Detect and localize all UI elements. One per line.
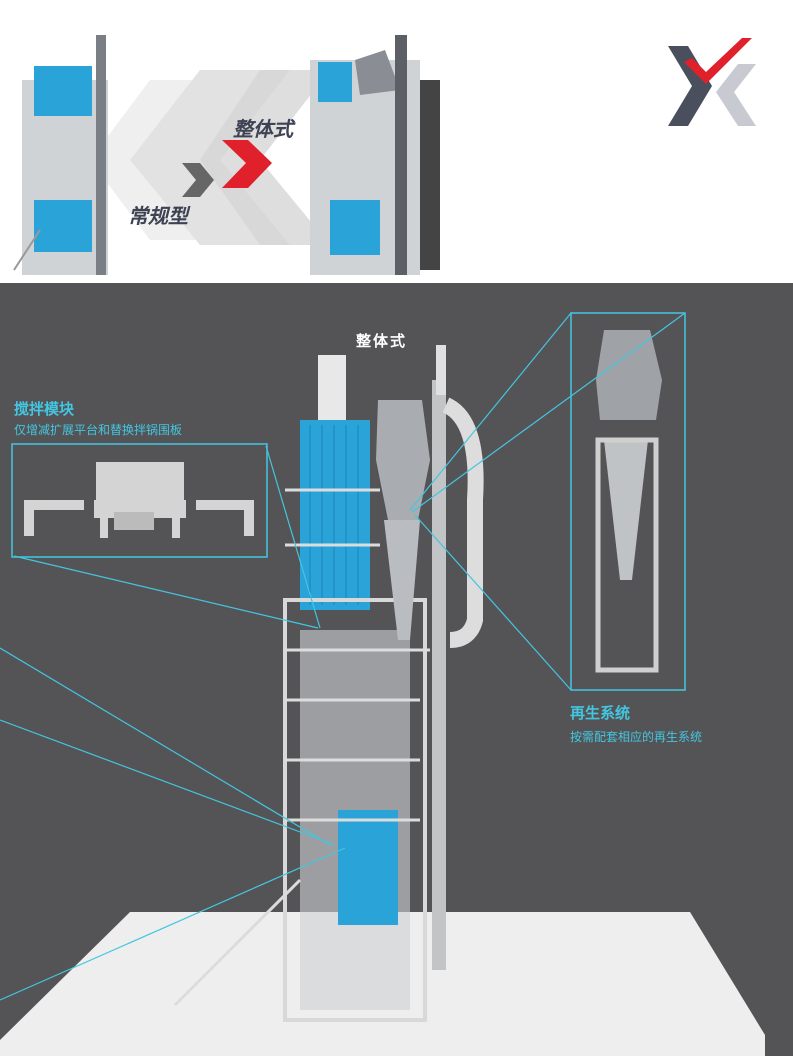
main-title: 整体式 xyxy=(356,332,408,350)
brand-logo xyxy=(668,38,756,126)
regeneration-system-callout xyxy=(409,312,686,691)
mixing-module-subtitle: 仅增减扩展平台和替换拌锅围板 xyxy=(14,423,183,437)
mixing-module-callout xyxy=(11,443,321,629)
regeneration-system-title: 再生系统 xyxy=(570,704,631,722)
conventional-label: 常规型 xyxy=(128,204,188,228)
regeneration-system-subtitle: 按需配套相应的再生系统 xyxy=(570,730,703,744)
chevron-graphic xyxy=(90,70,330,245)
integrated-plant-image xyxy=(310,35,440,275)
integrated-label: 整体式 xyxy=(233,117,293,141)
mixing-module-title: 搅拌模块 xyxy=(14,400,75,418)
conventional-plant-image xyxy=(13,35,108,275)
callout-lines xyxy=(0,647,346,1001)
main-plant-tower xyxy=(173,345,484,1022)
